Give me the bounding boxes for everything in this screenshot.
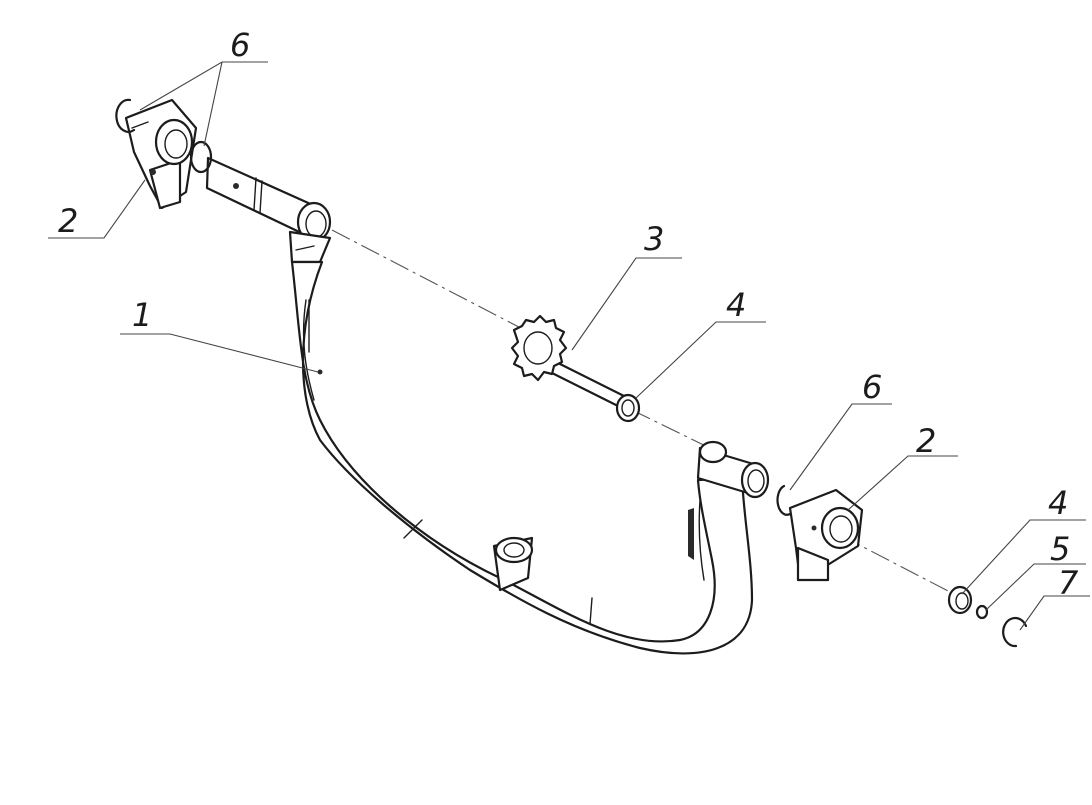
part-2-bracket-right xyxy=(788,488,864,582)
part-5-washer xyxy=(975,604,989,620)
part-4-bushing-right xyxy=(947,585,973,615)
callout-3: 3 xyxy=(644,220,664,258)
callout-6-right: 6 xyxy=(862,368,882,406)
callout-2-left: 2 xyxy=(58,202,78,240)
callout-5: 5 xyxy=(1050,530,1070,568)
part-1-tube-frame xyxy=(205,156,770,655)
callout-2-right: 2 xyxy=(916,422,936,460)
callout-7: 7 xyxy=(1058,564,1079,602)
callout-6-top: 6 xyxy=(230,26,250,64)
part-6-snap-rings xyxy=(115,98,792,516)
leader-lines xyxy=(48,61,1090,631)
part-3-gear-shaft xyxy=(510,314,641,423)
callout-4-middle: 4 xyxy=(726,286,746,324)
callout-4-right: 4 xyxy=(1048,484,1068,522)
callout-labels: 6 2 1 3 4 6 2 4 5 7 xyxy=(58,26,1079,602)
part-7-retaining-ring xyxy=(1002,616,1028,648)
part-2-bracket-left xyxy=(124,98,198,210)
callout-1: 1 xyxy=(132,296,152,334)
